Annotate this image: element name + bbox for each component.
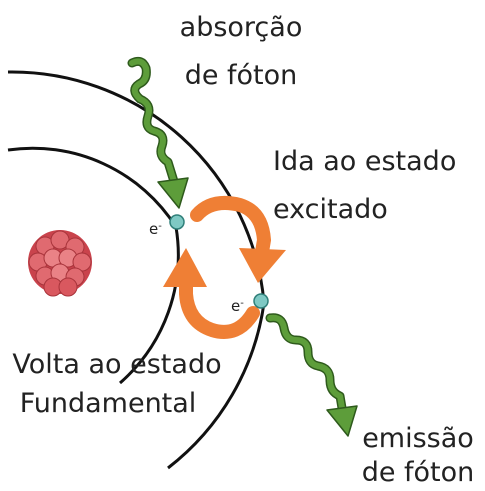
absorption-label-line2: de fóton (184, 60, 298, 91)
emission-label-line1: emissão (362, 423, 474, 454)
excitation-arrowhead (239, 248, 286, 283)
emission-label-line2: de fóton (361, 457, 475, 488)
excitation-arrow-icon (190, 196, 272, 259)
excitation-label-line1: Ida ao estado (273, 146, 457, 177)
relaxation-arrowhead (163, 248, 207, 287)
absorption-label-line1: absorção (179, 12, 303, 43)
emitted-photon-icon (265, 313, 348, 419)
outer-orbit (7, 70, 266, 470)
ground-electron-charge: - (158, 221, 162, 232)
excited-electron-label: e- (231, 299, 244, 314)
excited-electron-charge: - (240, 298, 244, 309)
excited-electron-symbol: e (231, 297, 241, 315)
return-label-line2: Fundamental (19, 388, 197, 419)
excitation-label-line2: excitado (273, 194, 388, 225)
nucleus-icon (28, 230, 92, 297)
excited-state-electron-icon (253, 293, 269, 309)
return-label-line1: Volta ao estado (12, 349, 222, 380)
emitted-photon-arrowhead (326, 405, 358, 437)
ground-electron-label: e- (149, 222, 162, 237)
ground-electron-symbol: e (149, 220, 159, 238)
relaxation-arrow-icon (179, 275, 260, 339)
absorbed-photon-arrowhead (157, 177, 189, 209)
ground-state-electron-icon (169, 214, 185, 230)
